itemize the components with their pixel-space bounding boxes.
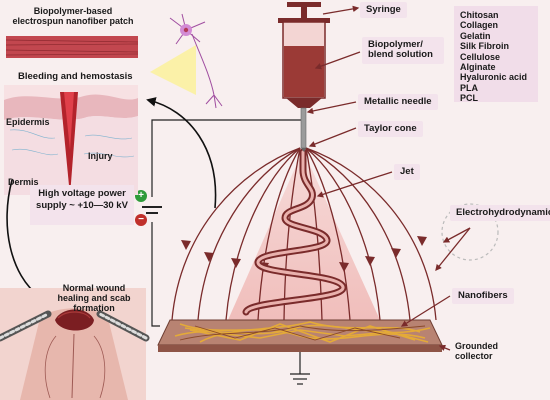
nanofiber-mat-dark xyxy=(179,325,426,341)
material-item: Silk Fibroin xyxy=(460,41,510,52)
solution-label: Biopolymer/ blend solution xyxy=(362,37,444,64)
ehd-label: Electrohydrodynamics xyxy=(450,205,550,222)
material-item: Alginate xyxy=(460,62,496,73)
syringe-label: Syringe xyxy=(360,2,407,19)
circuit-wires xyxy=(151,119,310,385)
focus-wedge xyxy=(150,45,196,95)
skin-panel xyxy=(4,85,138,196)
hv-supply-label: High voltage power supply ~ +10—30 kV xyxy=(30,185,134,225)
wound-healing-label: Normal wound healing and scab formation xyxy=(57,283,131,313)
patch-strip xyxy=(5,36,139,58)
arrow-to-skin xyxy=(146,97,217,209)
bleeding-label: Bleeding and hemostasis xyxy=(18,71,133,82)
plus-sign: + xyxy=(138,190,144,201)
wound-illustration xyxy=(0,288,150,400)
material-item: Chitosan xyxy=(460,10,499,20)
collector-label: Grounded collector xyxy=(455,341,498,361)
syringe xyxy=(278,2,330,152)
nanofibers-label: Nanofibers xyxy=(452,288,514,305)
materials-list: Chitosan Collagen Gelatin Silk Fibroin C… xyxy=(454,6,538,104)
spray-cone xyxy=(228,150,380,320)
material-item: Collagen xyxy=(460,20,499,31)
dermis-label: Dermis xyxy=(8,177,39,187)
injury-label: Injury xyxy=(88,151,113,161)
patch-title: Biopolymer-based electrospun nanofiber p… xyxy=(12,6,134,26)
taylor-cone-label: Taylor cone xyxy=(358,121,423,138)
minus-sign: − xyxy=(138,214,144,225)
neuron-icon xyxy=(169,13,223,109)
field-arrowheads xyxy=(181,236,427,272)
minus-terminal-icon xyxy=(135,214,147,226)
material-item: Hyaluronic acid xyxy=(460,72,528,83)
needle-label: Metallic needle xyxy=(358,94,438,111)
material-item: PLA xyxy=(460,82,478,93)
field-lines-left xyxy=(171,147,301,321)
ehd-circle xyxy=(441,203,499,261)
material-item: Gelatin xyxy=(460,30,491,41)
neuron-nucleus xyxy=(183,27,189,33)
jet-label: Jet xyxy=(394,164,420,181)
epidermis-label: Epidermis xyxy=(6,117,50,127)
label-pointers xyxy=(306,5,471,351)
jet-spiral-highlight xyxy=(244,150,345,314)
material-item: Cellulose xyxy=(460,51,501,62)
material-item: PCL xyxy=(460,93,478,104)
